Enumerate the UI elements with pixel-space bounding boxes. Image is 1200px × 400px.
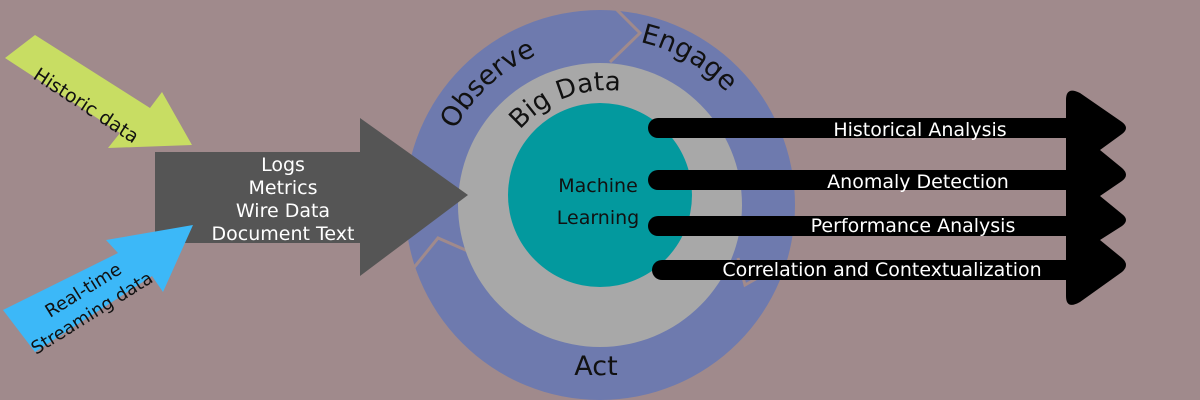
output-bar-historical <box>648 118 1078 138</box>
output-anomaly-detection: Anomaly Detection <box>827 171 1009 193</box>
output-bars <box>648 118 1082 280</box>
historic-data-arrow <box>5 35 192 148</box>
data-type-metrics: Metrics <box>249 177 318 199</box>
machine-learning-line2: Learning <box>557 207 640 229</box>
output-bar-correlation <box>652 260 1082 280</box>
output-arrowhead <box>1066 90 1126 305</box>
output-correlation-contextualization: Correlation and Contextualization <box>722 259 1041 281</box>
data-types-arrow <box>155 118 468 276</box>
output-historical-analysis: Historical Analysis <box>833 119 1006 141</box>
act-label: Act <box>574 351 617 382</box>
output-bar-anomaly <box>648 170 1078 190</box>
machine-learning-line1: Machine <box>558 175 638 197</box>
cycle-separator-top <box>605 0 643 64</box>
data-type-wire-data: Wire Data <box>236 200 330 222</box>
data-type-logs: Logs <box>261 154 305 176</box>
output-bar-performance <box>648 216 1078 236</box>
cycle-separator-left <box>410 236 471 271</box>
output-performance-analysis: Performance Analysis <box>811 215 1016 237</box>
data-type-document-text: Document Text <box>212 223 355 245</box>
realtime-data-arrow <box>3 225 193 352</box>
machine-learning-core <box>508 103 692 287</box>
